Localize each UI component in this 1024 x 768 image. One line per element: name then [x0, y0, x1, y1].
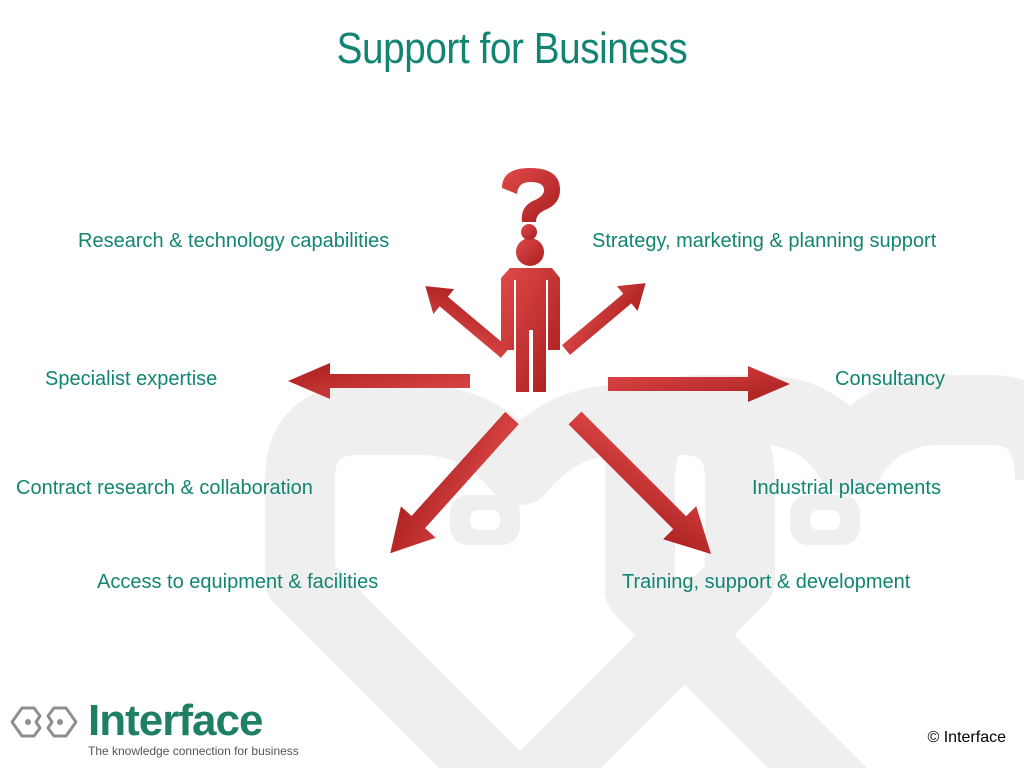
logo-wordmark: Interface	[88, 696, 263, 745]
interface-logo-icon	[10, 706, 78, 738]
page-title: Support for Business	[336, 24, 688, 73]
arrow-left	[288, 363, 470, 399]
label-industrial-placements: Industrial placements	[752, 477, 941, 499]
arrow-right	[608, 366, 790, 402]
label-training-support: Training, support & development	[622, 571, 911, 593]
copyright-text: © Interface	[927, 729, 1007, 746]
arrow-upper-left	[414, 273, 516, 366]
label-access-equipment: Access to equipment & facilities	[97, 571, 379, 593]
arrow-lower-right	[558, 401, 728, 571]
person-icon	[501, 238, 560, 392]
label-consultancy: Consultancy	[835, 368, 946, 390]
arrow-lower-left	[372, 402, 530, 569]
label-research-technology: Research & technology capabilities	[78, 230, 390, 252]
logo-tagline: The knowledge connection for business	[88, 744, 299, 758]
arrow-upper-right	[555, 270, 657, 363]
interface-logo: Interface The knowledge connection for b…	[8, 696, 308, 766]
question-mark-icon	[502, 168, 560, 240]
label-strategy-marketing: Strategy, marketing & planning support	[592, 230, 937, 252]
label-specialist-expertise: Specialist expertise	[45, 368, 218, 390]
label-contract-research: Contract research & collaboration	[16, 477, 313, 499]
